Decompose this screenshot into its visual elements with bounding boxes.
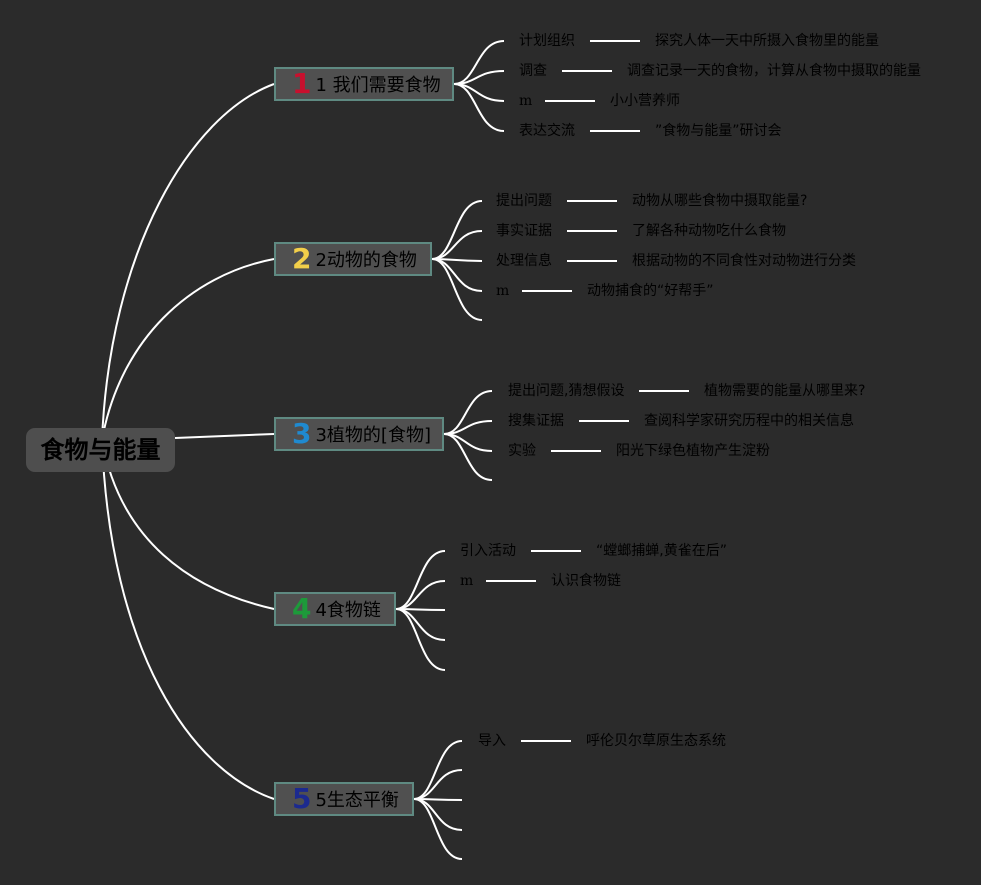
fan-curve-5-1 [413, 740, 463, 800]
fan-curve-4-5 [395, 608, 446, 671]
row-label: 计划组织 [519, 33, 575, 49]
row-label: m [519, 93, 533, 109]
row-value: 小小营养师 [610, 93, 680, 109]
number-2-icon: 2 [292, 242, 312, 275]
branch-label-4: 4食物链 [315, 600, 381, 621]
connector-root-branch-1 [101, 83, 275, 441]
branch-label-5: 5生态平衡 [315, 790, 399, 811]
connector-root-branch-3 [174, 433, 275, 439]
row-value: ”食物与能量”研讨会 [655, 123, 782, 139]
branch-node-3[interactable]: 3 3植物的[食物] [274, 417, 444, 451]
row-value: 调查记录一天的食物，计算从食物中摄取的能量 [627, 63, 921, 79]
fan-curve-3-4 [443, 433, 493, 481]
row-label: 搜集证据 [508, 413, 564, 429]
branch-node-1[interactable]: 1 1 我们需要食物 [274, 67, 454, 101]
branch-node-2[interactable]: 2 2动物的食物 [274, 242, 432, 276]
number-4-icon: 4 [292, 592, 312, 625]
fan-curve-5-5 [413, 798, 463, 860]
number-5-icon: 5 [292, 782, 312, 815]
row-value: “螳螂捕蝉,黄雀在后” [596, 543, 727, 559]
row-value: 根据动物的不同食性对动物进行分类 [632, 253, 856, 269]
fan-curve-4-4 [395, 608, 446, 641]
row-value: 动物从哪些食物中摄取能量? [632, 193, 808, 209]
fan-curve-2-4 [431, 258, 483, 292]
branch-node-4[interactable]: 4 4食物链 [274, 592, 396, 626]
row-value: 探究人体一天中所摄入食物里的能量 [655, 33, 879, 49]
central-topic[interactable]: 食物与能量 [26, 428, 175, 472]
row-label: m [460, 573, 474, 589]
row-label: 实验 [508, 443, 536, 459]
row-label: m [496, 283, 510, 299]
connector-root-branch-5 [101, 439, 275, 800]
branch-node-5[interactable]: 5 5生态平衡 [274, 782, 414, 816]
fan-curve-4-1 [395, 550, 446, 610]
row-label: 导入 [478, 733, 506, 749]
fan-curve-5-4 [413, 798, 463, 831]
row-label: 处理信息 [496, 253, 552, 269]
branch-label-3: 3植物的[食物] [315, 425, 431, 446]
row-value: 呼伦贝尔草原生态系统 [586, 733, 726, 749]
row-value: 植物需要的能量从哪里来? [704, 383, 866, 399]
row-label: 提出问题 [496, 193, 552, 209]
row-value: 阳光下绿色植物产生淀粉 [616, 443, 770, 459]
fan-curve-5-2 [413, 769, 463, 800]
row-label: 提出问题,猜想假设 [508, 383, 625, 399]
fan-curve-2-2 [431, 230, 483, 260]
branch-label-2: 2动物的食物 [315, 250, 417, 271]
number-1-icon: 1 [292, 67, 312, 100]
row-value: 认识食物链 [551, 573, 621, 589]
row-label: 引入活动 [460, 543, 516, 559]
row-label: 调查 [519, 63, 547, 79]
number-3-icon: 3 [292, 417, 312, 450]
row-value: 动物捕食的“好帮手” [587, 283, 714, 299]
fan-curve-2-5 [431, 258, 483, 321]
row-value: 了解各种动物吃什么食物 [632, 223, 786, 239]
row-label: 表达交流 [519, 123, 575, 139]
fan-curve-2-1 [431, 200, 483, 260]
branch-label-1: 1 我们需要食物 [315, 75, 441, 96]
fan-curve-1-4 [453, 83, 505, 132]
connector-root-branch-2 [101, 258, 275, 441]
row-label: 事实证据 [496, 223, 552, 239]
connector-root-branch-4 [101, 439, 275, 610]
fan-curve-4-2 [395, 580, 446, 610]
row-value: 查阅科学家研究历程中的相关信息 [644, 413, 854, 429]
